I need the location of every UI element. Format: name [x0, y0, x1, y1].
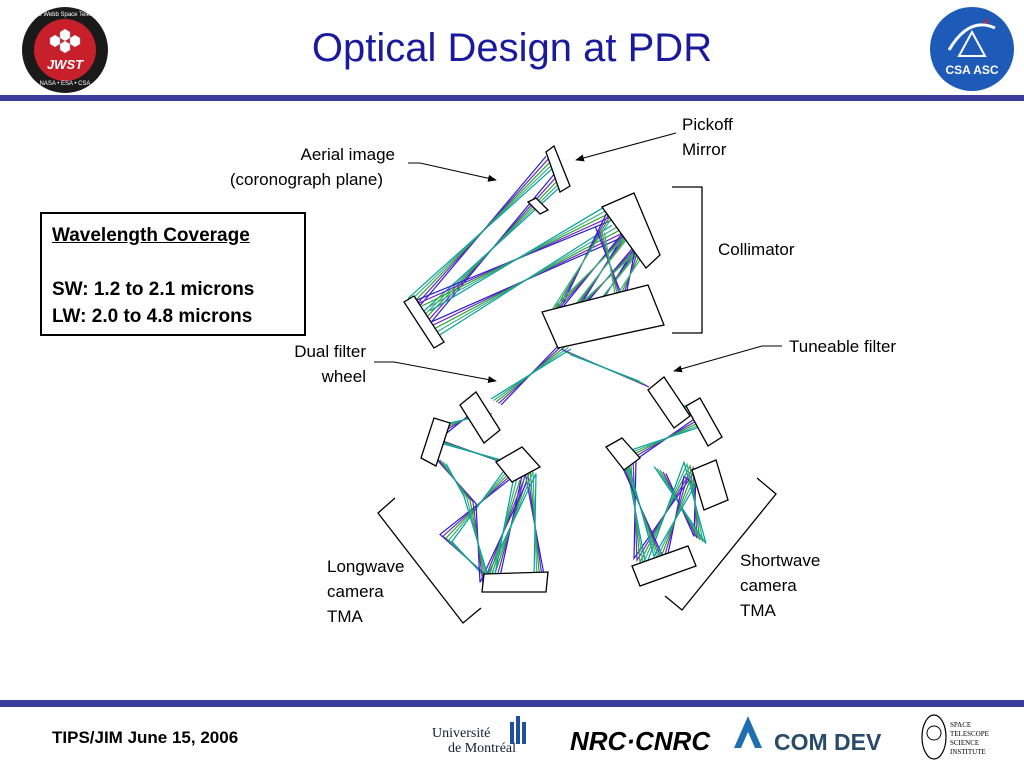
pickoff-mirror-label: Pickoff Mirror	[682, 112, 733, 162]
wavelength-heading: Wavelength Coverage	[52, 225, 250, 246]
tuneable-filter-label: Tuneable filter	[789, 337, 897, 356]
ray-to-filter-wheel	[490, 348, 572, 400]
pickoff-leader	[575, 132, 677, 162]
sw-range: SW: 1.2 to 2.1 microns	[52, 279, 255, 300]
longwave-camera-label: Longwave camera TMA	[327, 554, 405, 629]
aerial-label-line1: Aerial image	[300, 145, 396, 164]
tuneable-filter-element	[647, 376, 691, 429]
ray-collimator-zigzag	[552, 215, 648, 329]
longwave-line3: TMA	[327, 607, 363, 626]
shortwave-line3: TMA	[740, 601, 776, 620]
page-title: Optical Design at PDR	[311, 26, 713, 70]
longwave-line1: Longwave	[327, 557, 405, 576]
lw-camera-secondary	[495, 446, 542, 483]
aerial-image-label: Aerial image (coronograph plane)	[180, 142, 395, 192]
fold-mirror-left	[403, 295, 445, 349]
lw-range: LW: 2.0 to 4.8 microns	[52, 306, 253, 327]
stsci-line4: INSTITUTE	[950, 748, 986, 756]
longwave-bracket	[377, 497, 482, 624]
ray-sw-camera	[623, 423, 711, 568]
ray-sw-camera	[633, 415, 699, 561]
aerial-image-plane	[526, 197, 550, 215]
aerial-label-line2: (coronograph plane)	[229, 170, 383, 189]
csa-logo: CSA ASC	[930, 7, 1014, 91]
optical-elements	[403, 144, 729, 593]
shortwave-line2: camera	[740, 576, 797, 595]
collimator-bracket	[672, 186, 703, 334]
brackets	[377, 186, 777, 624]
pickoff-label-line1: Pickoff	[682, 115, 733, 134]
dual-filter-line1: Dual filter	[294, 342, 366, 361]
spacer	[52, 249, 294, 276]
header-band	[0, 95, 1024, 101]
sw-camera-primary	[631, 545, 697, 587]
tuneable-leader	[673, 345, 782, 373]
stsci-line1: SPACE	[950, 721, 971, 729]
stsci-line2: TELESCOPE	[950, 730, 989, 738]
udem-logo: Université de Montréal	[432, 716, 526, 756]
ray-fold-to-collimator	[429, 206, 605, 312]
udem-line2: de Montréal	[448, 741, 516, 756]
shortwave-line1: Shortwave	[740, 551, 821, 570]
pickoff-label-line2: Mirror	[682, 140, 727, 159]
stsci-line3: SCIENCE	[950, 739, 979, 747]
sw-camera-secondary	[685, 397, 723, 447]
collimator-label: Collimator	[718, 240, 795, 259]
jwst-logo-text: JWST	[47, 57, 84, 72]
ray-pickoff-to-fold	[407, 163, 559, 299]
ray-to-tuneable	[570, 354, 640, 382]
comdev-text: COM DEV	[774, 729, 882, 755]
jwst-logo: JWST NASA • ESA • CSA James Webb Space T…	[22, 7, 108, 93]
dual-filter-line2: wheel	[321, 367, 366, 386]
lw-camera-fold	[420, 417, 451, 467]
nrc-logo: NRC·CNRC	[570, 726, 711, 756]
sw-camera-fold	[605, 437, 641, 471]
shortwave-camera-label: Shortwave camera TMA	[740, 548, 820, 623]
ray-lw-camera	[441, 443, 537, 580]
longwave-line2: camera	[327, 582, 384, 601]
csa-logo-text: CSA ASC	[945, 63, 998, 77]
ray-fold-to-collimator	[439, 224, 613, 336]
filter-wheel-element	[459, 391, 501, 444]
udem-line1: Université	[432, 726, 490, 741]
ray-lw-camera	[445, 463, 515, 590]
collimator-primary	[601, 192, 661, 269]
dual-filter-wheel-label: Dual filter wheel	[250, 339, 366, 389]
stsci-logo: SPACE TELESCOPE SCIENCE INSTITUTE	[921, 714, 989, 760]
aerial-leader	[408, 162, 497, 182]
comdev-logo: COM DEV	[734, 716, 882, 755]
footer-text: TIPS/JIM June 15, 2006	[52, 728, 239, 747]
jwst-logo-bottom: NASA • ESA • CSA	[40, 81, 91, 87]
collimator-secondary	[541, 284, 665, 349]
dual-filter-leader	[374, 361, 497, 384]
wavelength-coverage-box: Wavelength Coverage SW: 1.2 to 2.1 micro…	[40, 212, 306, 336]
leader-lines	[374, 132, 782, 384]
shortwave-bracket	[664, 477, 777, 611]
sw-camera-tertiary	[691, 459, 729, 511]
lw-camera-primary	[481, 571, 549, 593]
jwst-logo-ring: James Webb Space Telescope	[24, 12, 107, 18]
optical-diagram	[374, 132, 782, 624]
footer-band	[0, 700, 1024, 707]
pickoff-mirror	[545, 144, 571, 193]
